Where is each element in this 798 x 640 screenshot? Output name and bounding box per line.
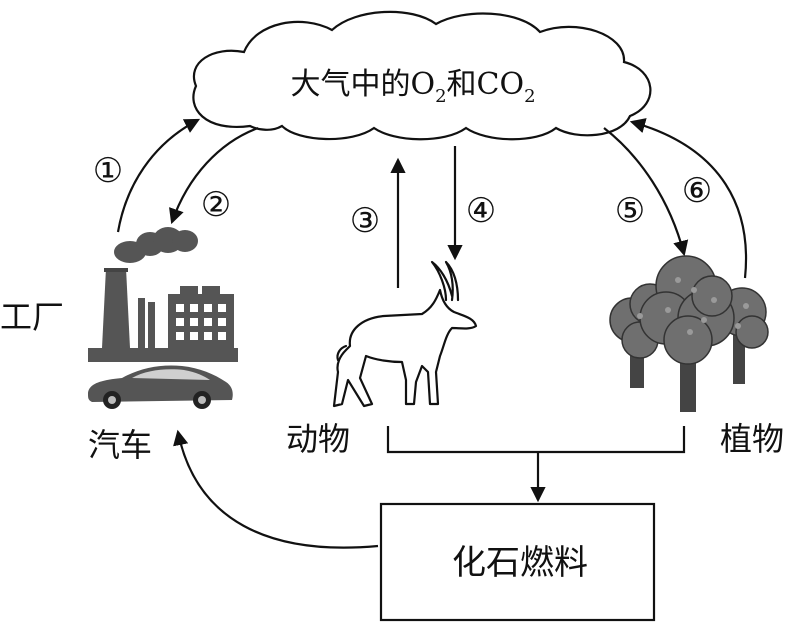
antelope-icon <box>332 260 478 408</box>
fossil-fuel-box <box>379 502 656 622</box>
factory-icon <box>88 227 238 362</box>
animal-label: 动物 <box>286 420 350 458</box>
fossil-fuel-label: 化石燃料 <box>452 543 588 583</box>
atmosphere-cloud <box>192 10 652 141</box>
trees-icon <box>609 255 769 412</box>
factory-label: 工厂 <box>0 298 64 336</box>
process-number-4: ④ <box>466 191 496 231</box>
arrow-2 <box>169 126 259 225</box>
process-number-3: ③ <box>350 201 380 241</box>
atmosphere-title: 大气中的O2和CO2 <box>290 67 535 107</box>
car-label: 汽车 <box>88 426 152 464</box>
plant-label: 植物 <box>720 420 784 458</box>
connector-bracket <box>386 426 686 454</box>
process-number-5: ⑤ <box>615 191 645 231</box>
process-number-2: ② <box>201 185 231 225</box>
process-number-6: ⑥ <box>682 171 712 211</box>
arrow-5 <box>603 127 689 257</box>
process-number-1: ① <box>93 151 123 191</box>
car-icon <box>88 365 233 409</box>
arrow-6 <box>629 118 748 279</box>
arrow-1 <box>116 118 201 233</box>
arrow-fossil-to-car <box>173 429 379 549</box>
